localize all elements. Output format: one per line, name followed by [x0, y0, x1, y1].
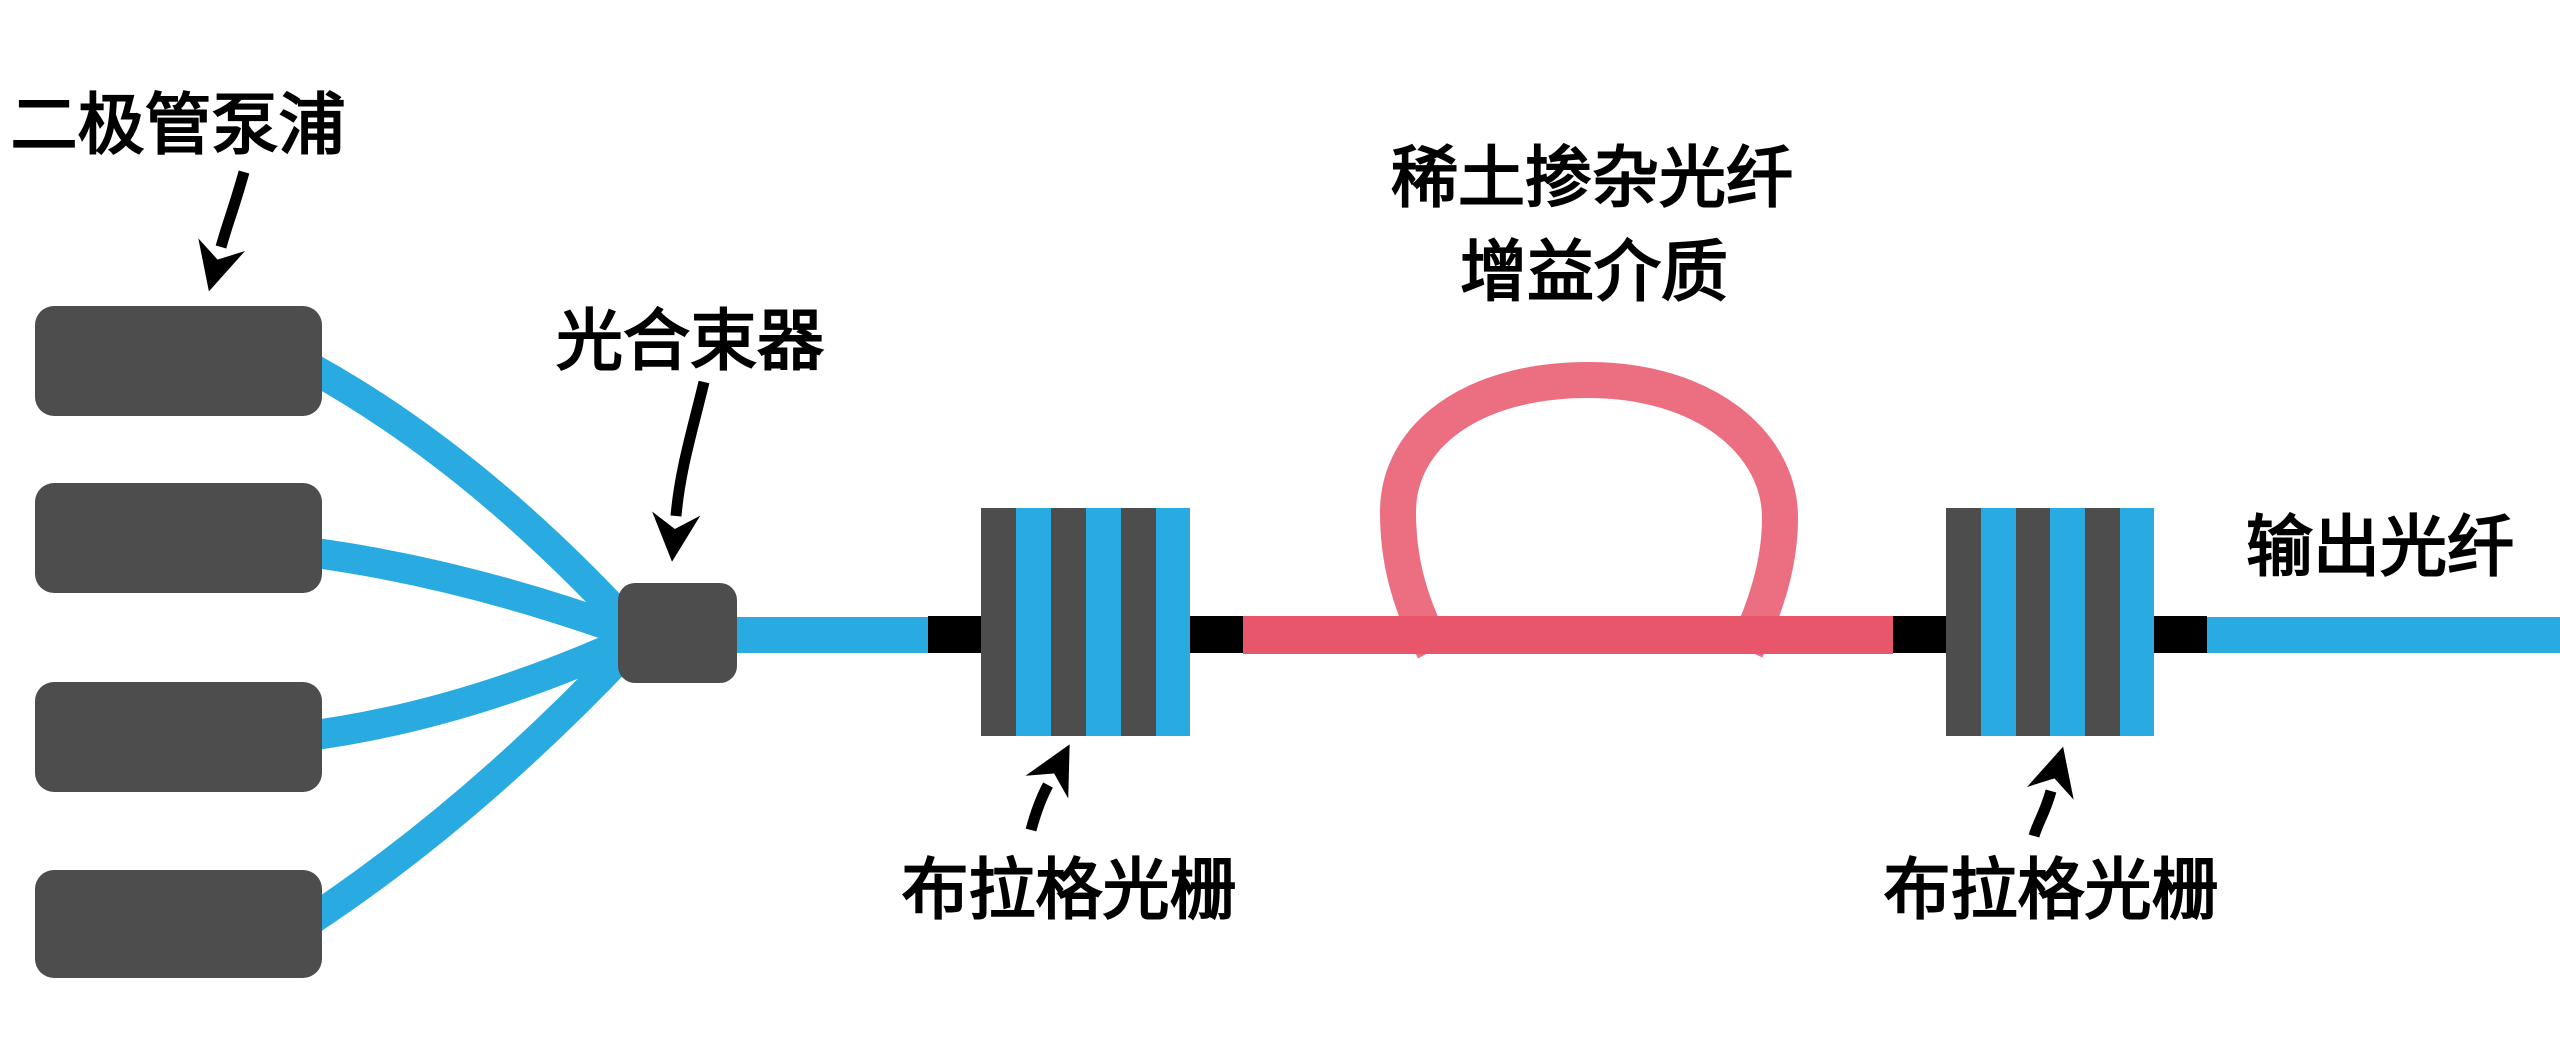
bragg-right-arrow: [2027, 746, 2074, 838]
diode-pump-boxes: [35, 306, 322, 978]
splice-connector-4: [2154, 616, 2207, 653]
output-fiber-label: 输出光纤: [2246, 510, 2514, 585]
annotation-arrows: [198, 170, 2074, 838]
diagram-labels: 二极管泵浦 光合束器 稀土掺杂光纤 增益介质 输出光纤 布拉格光栅 布拉格光栅: [11, 88, 2515, 928]
gain-fiber-label-line2: 增益介质: [1460, 235, 1728, 310]
splice-connector-3: [1893, 616, 1946, 653]
gain-fiber-span: [1243, 616, 1893, 654]
grating-stripe-dark: [2016, 508, 2050, 736]
grating-stripe-dark: [2085, 508, 2120, 736]
pump-box-1: [35, 306, 322, 416]
pump-fiber-1: [300, 352, 635, 631]
pump-fiber-4: [299, 642, 635, 935]
grating-stripe-blue: [1981, 508, 2016, 736]
grating-stripe-dark: [981, 508, 1016, 736]
bragg-grating-right-block: [1946, 508, 2154, 736]
pump-box-2: [35, 483, 322, 593]
gain-fiber-label-line1: 稀土掺杂光纤: [1391, 141, 1793, 216]
gain-fiber-loop: [1379, 361, 1799, 659]
bragg-left-arrow: [1025, 744, 1070, 832]
combiner-label: 光合束器: [556, 304, 825, 379]
diode-pump-arrow: [198, 170, 250, 292]
pump-fiber-2: [306, 537, 630, 646]
combiner-output-fiber: [700, 617, 928, 653]
grating-stripe-dark: [1946, 508, 1981, 736]
splice-connector-2: [1190, 616, 1243, 653]
grating-stripe-blue: [2050, 508, 2085, 736]
grating-stripe-blue: [1086, 508, 1121, 736]
output-fiber-line: [2207, 617, 2560, 653]
grating-stripe-dark: [1121, 508, 1156, 736]
grating-stripe-dark: [1051, 508, 1086, 736]
grating-stripe-blue: [1016, 508, 1051, 736]
combiner-arrow: [652, 380, 710, 562]
diode-pump-label: 二极管泵浦: [11, 88, 346, 163]
splice-connector-1: [928, 616, 981, 653]
bragg-grating-right-label: 布拉格光栅: [1884, 853, 2219, 928]
cavity-fiber-line: [700, 616, 2560, 654]
pump-fiber-3: [306, 629, 631, 751]
pump-fiber-bundle: [299, 352, 635, 935]
grating-stripe-blue: [2120, 508, 2154, 736]
combiner-box: [618, 583, 737, 683]
bragg-grating-left-block: [981, 508, 1190, 736]
pump-box-3: [35, 682, 322, 792]
bragg-grating-left-label: 布拉格光栅: [902, 853, 1237, 928]
grating-stripe-blue: [1156, 508, 1190, 736]
pump-box-4: [35, 870, 322, 978]
